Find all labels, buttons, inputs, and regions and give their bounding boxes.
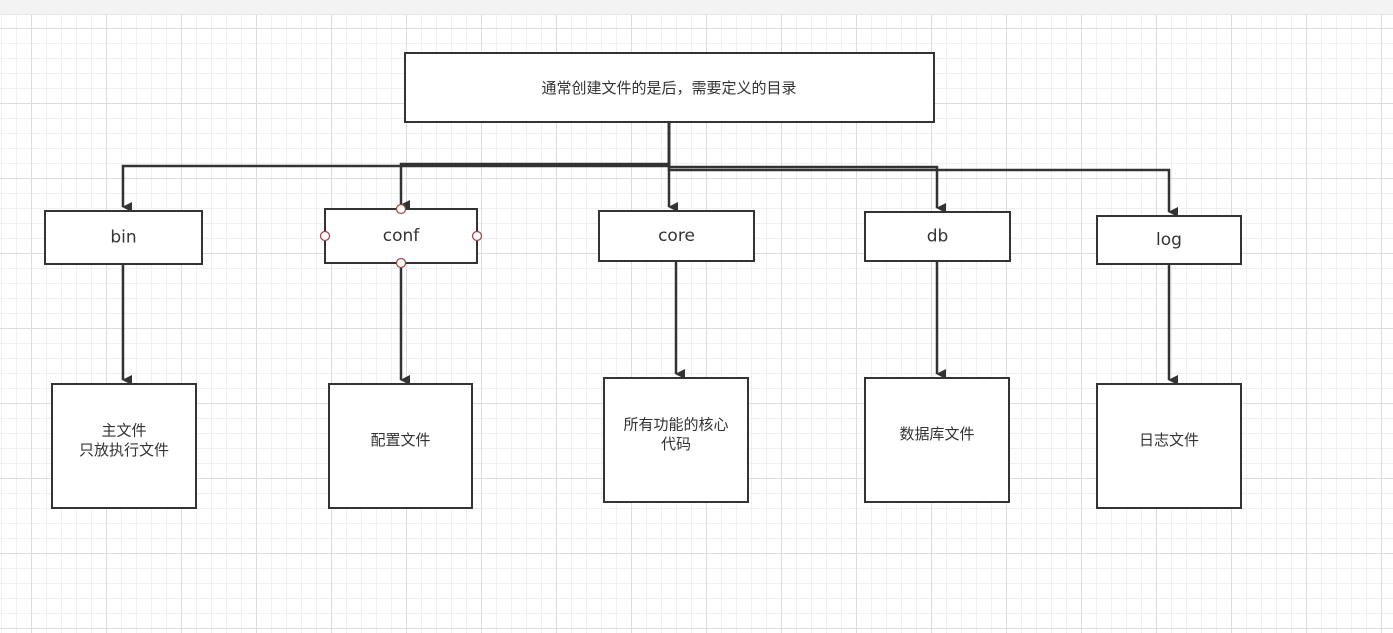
desc-node-conf[interactable] [328, 383, 473, 509]
desc-node-core[interactable] [603, 377, 749, 503]
desc-node-text-db: 数据库文件 [899, 425, 974, 443]
dir-node-log[interactable] [1096, 215, 1242, 265]
dir-node-label-log: log [1156, 230, 1182, 250]
desc-node-text-core: 所有功能的核心 [623, 415, 728, 433]
selection-handle-bottom[interactable] [395, 257, 407, 269]
root-node[interactable] [404, 52, 935, 123]
desc-node-log[interactable] [1096, 383, 1242, 509]
dir-node-bin[interactable] [44, 210, 203, 265]
connector-root-db [667, 122, 946, 213]
connector-root-log [667, 122, 1178, 217]
desc-node-text-conf: 配置文件 [370, 431, 430, 449]
selection-handle-right[interactable] [471, 230, 483, 242]
desc-node-text-core: 代码 [661, 435, 691, 453]
desc-node-db[interactable] [864, 377, 1010, 503]
selection-handle-left[interactable] [319, 230, 331, 242]
root-node-label: 通常创建文件的是后，需要定义的目录 [541, 79, 796, 97]
dir-node-core[interactable] [598, 210, 755, 262]
desc-node-text-bin: 只放执行文件 [79, 441, 169, 459]
desc-node-text-bin: 主文件 [101, 421, 146, 439]
connector-root-conf [399, 122, 671, 210]
selection-handle-top[interactable] [395, 203, 407, 215]
dir-node-db[interactable] [864, 211, 1011, 262]
dir-node-label-core: core [658, 226, 695, 246]
toolbar-strip [0, 0, 1393, 15]
connectors [121, 122, 1178, 385]
dir-node-label-conf: conf [383, 226, 421, 246]
dir-node-label-bin: bin [110, 228, 136, 248]
desc-node-bin[interactable] [51, 383, 197, 509]
dir-node-label-db: db [927, 227, 949, 247]
desc-node-text-log: 日志文件 [1139, 431, 1199, 449]
